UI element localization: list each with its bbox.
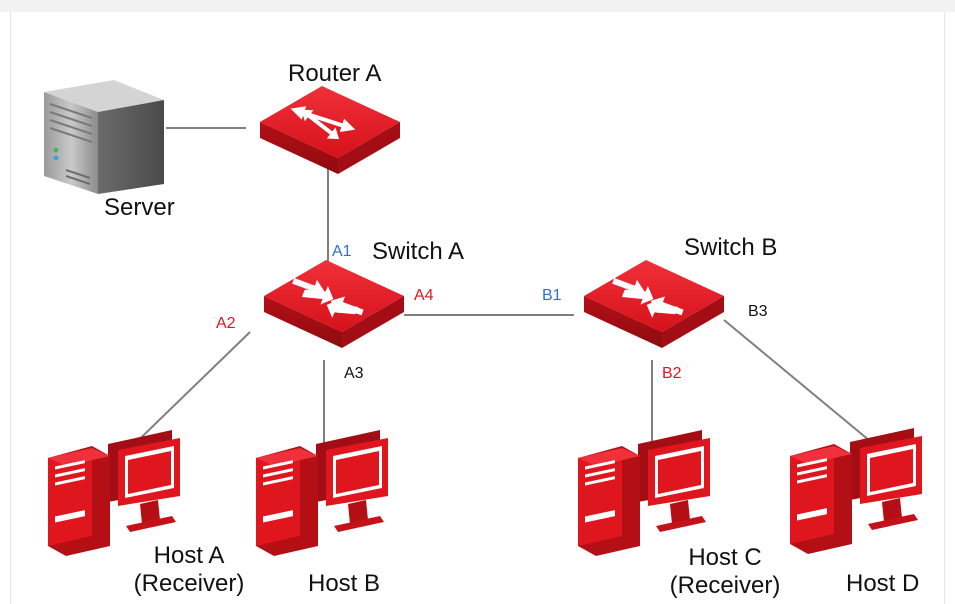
server-label: Server <box>104 194 175 221</box>
link-switch-b-host-d <box>723 319 877 447</box>
host-d-name: Host D <box>846 570 920 597</box>
port-b1-label: B1 <box>542 287 562 304</box>
host-d-pc-icon <box>790 428 922 554</box>
links <box>117 127 877 461</box>
host-c-label: Host C (Receiver) <box>650 544 800 599</box>
port-a1-label: A1 <box>332 243 352 260</box>
host-a-name: Host A <box>153 542 225 569</box>
host-a-pc-icon <box>48 430 180 556</box>
switch-b-icon <box>584 260 724 348</box>
host-b-label: Host B <box>308 570 380 598</box>
host-a-label: Host A (Receiver) <box>114 542 264 597</box>
host-c-role: (Receiver) <box>669 571 781 599</box>
host-b-name: Host B <box>308 570 381 597</box>
left-border <box>10 12 11 604</box>
port-a4-label: A4 <box>414 287 434 304</box>
server-icon <box>44 80 164 194</box>
right-border <box>944 12 945 604</box>
port-b3-label: B3 <box>748 303 768 320</box>
top-strip <box>0 0 955 12</box>
host-b-pc-icon <box>256 430 388 556</box>
port-b2-label: B2 <box>662 365 682 382</box>
port-a3-label: A3 <box>344 365 364 382</box>
switch-b-label: Switch B <box>684 234 778 261</box>
host-c-pc-icon <box>578 430 710 556</box>
host-c-name: Host C <box>688 544 762 571</box>
port-a2-label: A2 <box>216 315 236 332</box>
switch-a-icon <box>264 260 404 348</box>
switch-a-label: Switch A <box>372 238 465 265</box>
router-a-label: Router A <box>288 60 382 87</box>
host-a-role: (Receiver) <box>133 569 245 597</box>
host-d-label: Host D <box>846 570 919 598</box>
router-icon <box>260 86 400 174</box>
